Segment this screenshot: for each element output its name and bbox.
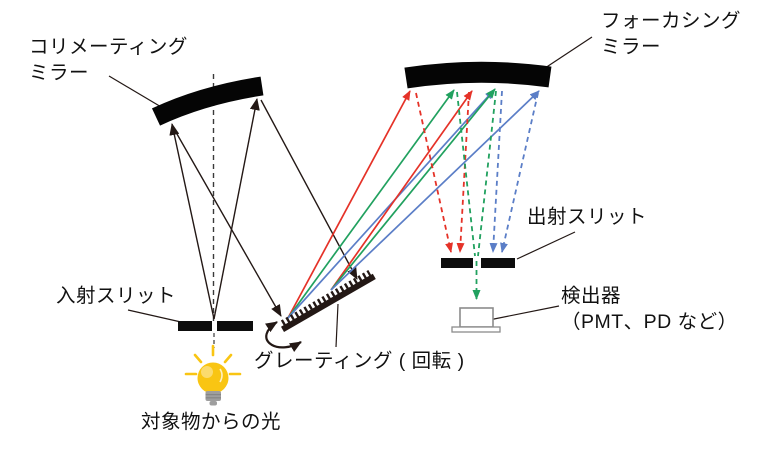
grating-substrate — [281, 273, 376, 332]
detector-base — [451, 326, 501, 333]
red-ray — [330, 90, 473, 291]
ray-slit-to-collimator-left — [169, 123, 215, 320]
red-ray-dashed — [456, 91, 470, 253]
collimating-mirror — [151, 76, 264, 126]
focused-rays-to-exit-slit — [415, 90, 539, 300]
diffraction-grating — [280, 270, 376, 332]
bulb-tip — [209, 401, 217, 406]
entrance-slit-label: 入射スリット — [56, 285, 177, 307]
focusing-mirror-label: フォーカシング ミラー — [601, 10, 742, 58]
exit-slit-label: 出射スリット — [527, 206, 648, 228]
blue-ray — [330, 90, 540, 291]
green-ray — [287, 89, 455, 319]
rotation-arrow-icon — [265, 321, 302, 352]
white-light-rays — [169, 98, 358, 320]
bulb-socket — [205, 391, 221, 401]
exit-slit — [441, 258, 515, 268]
exit-slit-right-blade — [481, 258, 515, 268]
ray-collimator-to-grating-left — [172, 126, 282, 317]
red-ray — [287, 90, 411, 319]
entrance-slit — [178, 321, 253, 331]
collimating-mirror-label: コリメーティング ミラー — [29, 36, 188, 84]
entrance-slit-right-blade — [217, 321, 253, 331]
bulb-rays — [184, 344, 242, 376]
detector-label: 検出器 （PMT、PD など） — [561, 285, 738, 333]
detector-leader-line — [488, 305, 560, 321]
entrance-slit-left-blade — [178, 321, 212, 331]
bulb-glass — [197, 362, 229, 394]
red-ray-dashed — [415, 92, 453, 253]
dispersed-rays-to-focusing-mirror — [287, 88, 540, 319]
grating-label: グレーティング ( 回転 ) — [254, 350, 465, 372]
grating-grooves — [280, 270, 372, 326]
detector-body — [459, 307, 494, 328]
green-ray-dashed — [477, 90, 497, 257]
exit-slit-leader-line — [516, 231, 576, 260]
green-ray-dashed — [456, 91, 476, 257]
exit-slit-left-blade — [441, 258, 473, 268]
bulb-highlight — [201, 366, 213, 378]
ray-collimator-to-grating-mid — [260, 99, 358, 280]
bulb-reflection — [219, 368, 223, 383]
blue-ray-dashed — [500, 92, 539, 253]
focusing-mirror — [404, 61, 552, 89]
light-bulb-icon — [184, 344, 242, 406]
detector — [451, 307, 501, 333]
blue-ray-dashed — [489, 90, 503, 253]
grating-leader-line — [335, 303, 339, 348]
light-source-label: 対象物からの光 — [141, 411, 282, 433]
ray-slit-to-collimator-right — [213, 98, 260, 320]
entrance-slit-leader-line — [127, 309, 182, 323]
